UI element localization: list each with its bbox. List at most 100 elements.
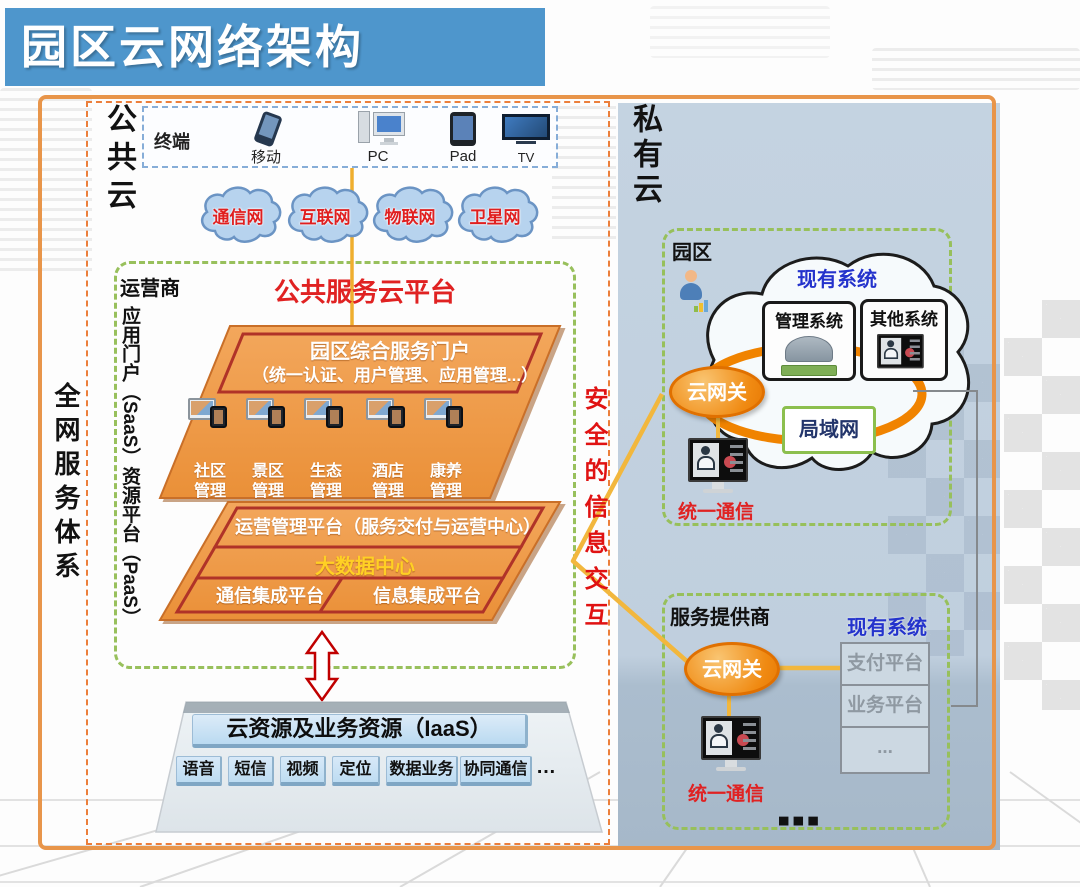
device-label-pc: PC [367,148,389,165]
more-providers-dots: ⋮ [770,796,826,846]
map-texture [0,88,92,278]
app-wellness: 康养管理 [424,398,470,502]
network-cloud-internet: 互联网 [279,181,371,245]
secure-exchange-lines [570,392,692,666]
iaas-platform-edge [183,702,570,713]
app-label: 景区管理 [251,463,284,500]
info-integration-label: 信息集成平台 [373,586,481,606]
network-cloud-telecom: 通信网 [192,181,284,245]
management-system-label: 管理系统 [775,312,843,331]
network-cloud-satellite: 卫星网 [449,181,541,245]
iaas-service-sms: 短信 [228,756,274,786]
other-system-label: 其他系统 [870,310,938,329]
device-label-pad: Pad [449,148,477,165]
checker-decoration [1004,300,1080,710]
saas-parallelogram [158,325,562,499]
app-label: 社区管理 [193,463,226,500]
iaas-title-bar: 云资源及业务资源（IaaS） [192,714,528,748]
portal-header-border [216,332,544,394]
campus-label: 园区 [672,242,712,264]
app-icon [188,398,232,430]
paas-row3-border [174,576,506,614]
terminal-label: 终端 [154,132,190,152]
pad-icon [450,112,476,146]
iaas-service-data: 数据业务 [386,756,458,786]
map-texture [650,6,830,58]
app-icon [424,398,468,430]
cloud-shape [372,186,454,243]
lan-box: 局域网 [782,406,876,454]
cloud-shape [457,186,539,243]
videocall-monitor-icon [877,334,924,369]
paas-parallelogram [158,501,562,621]
other-system-box: 其他系统 [860,299,948,381]
comm-integration-label: 通信集成平台 [216,586,324,606]
portal-subtitle: （统一认证、用户管理、应用管理...） [251,366,539,385]
title-banner: 园区云网络架构 [5,8,545,86]
app-icon [366,398,410,430]
iaas-service-voice: 语音 [176,756,222,786]
page-title: 园区云网络架构 [21,21,364,73]
uc-label-campus: 统一通信 [678,502,755,523]
user-person-icon [678,270,708,314]
cloud-gateway-provider: 云网关 [684,642,780,696]
cloud-shape [287,186,369,243]
public-cloud-border [86,101,610,845]
network-label: 互联网 [299,208,351,227]
campus-provider-connector [913,390,978,707]
paas-management-label: 运营管理平台（服务交付与运营中心） [235,517,541,537]
app-hotel: 酒店管理 [366,398,412,502]
bigdata-center-label: 大数据中心 [315,556,415,578]
pc-icon [358,111,404,147]
app-community: 社区管理 [188,398,234,502]
management-system-box: 管理系统 [762,301,856,381]
private-cloud-panel [618,103,1000,850]
network-label: 卫星网 [469,208,521,227]
provider-existing-title: 现有系统 [847,617,927,639]
device-label-tv: TV [517,150,535,165]
app-scenic: 景区管理 [246,398,292,502]
uc-monitor-campus [688,438,748,493]
saas-paas-axis: 应用门户（SaaS）资源平台（PaaS） [119,306,140,627]
app-label: 酒店管理 [371,463,404,500]
app-icon [246,398,290,430]
device-label-mobile: 移动 [250,149,281,166]
iaas-service-video: 视频 [280,756,326,786]
operator-platform-box [114,261,576,669]
operator-label: 运营商 [120,278,180,300]
server-icon [781,336,837,376]
uc-monitor-provider [701,716,761,771]
mobile-phone-icon [253,110,283,148]
paas-iaas-arrow [304,629,340,703]
provider-label: 服务提供商 [670,607,770,629]
iaas-service-collab: 协同通信 [460,756,532,786]
tv-icon [502,114,550,144]
public-platform-title: 公共服务云平台 [273,277,456,307]
provider-box [662,593,950,830]
payment-platform-cell: 支付平台 [840,642,930,686]
terminal-strip: 终端 移动 PC Pad TV [142,106,558,168]
more-platform-cell: ... [840,726,930,774]
app-label: 康养管理 [429,463,462,500]
app-icon [304,398,348,430]
business-platform-cell: 业务平台 [840,684,930,728]
public-cloud-label: 公共云 [102,103,135,217]
iaas-service-location: 定位 [332,756,380,786]
iaas-more-ellipsis: … [536,756,556,778]
map-texture [872,48,1080,90]
portal-title: 园区综合服务门户 [310,341,470,363]
security-axis-label: 安全的信息交互 [580,386,607,638]
network-label: 物联网 [384,208,436,227]
network-label: 通信网 [212,208,264,227]
paas-row3-divider [318,577,344,613]
provider-platform-stack: 支付平台 业务平台 ... [840,642,930,774]
cloud-shape [200,186,282,243]
campus-existing-title: 现有系统 [797,269,877,291]
uc-label-provider: 统一通信 [688,784,765,805]
outer-frame [38,95,996,850]
network-cloud-iot: 物联网 [364,181,456,245]
cloud-gateway-campus: 云网关 [669,366,765,418]
whole-network-axis: 全网服务体系 [51,382,81,586]
map-texture [552,96,616,246]
